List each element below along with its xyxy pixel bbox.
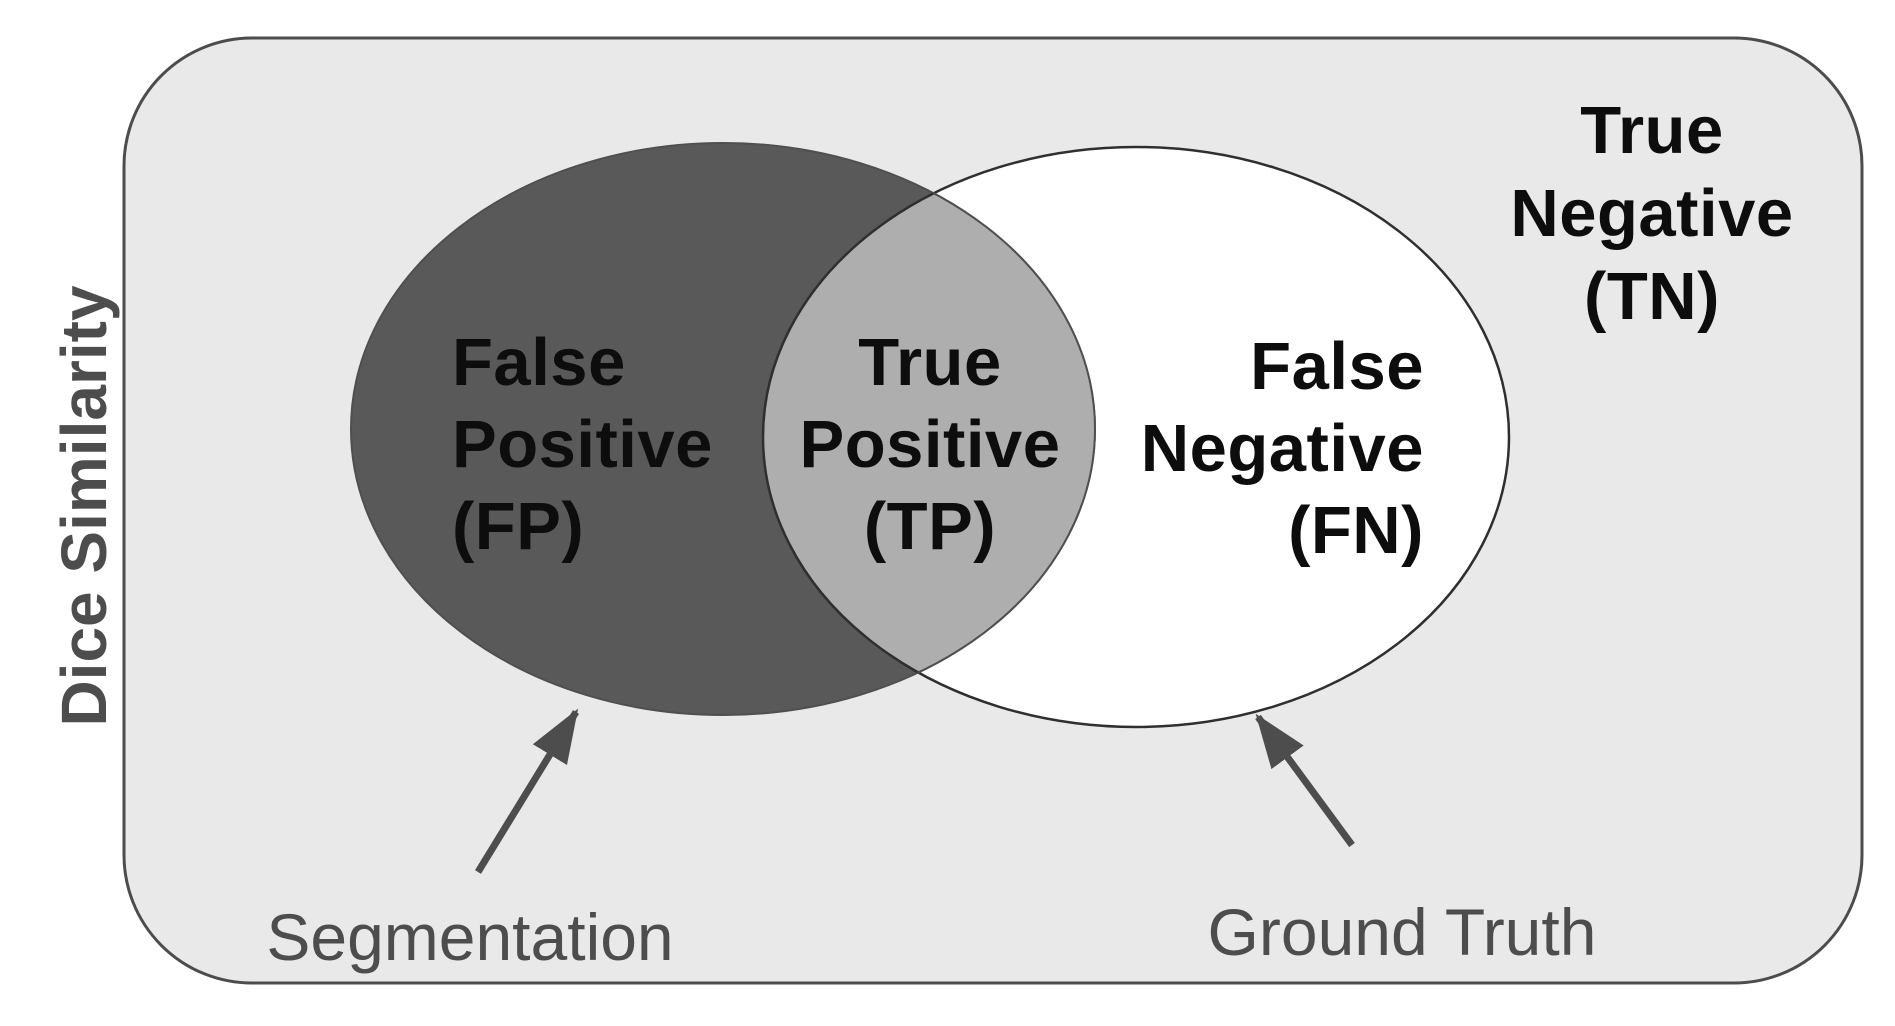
false-negative-label: False Negative (FN)	[1141, 329, 1424, 568]
tp-line-3: (TP)	[864, 489, 996, 564]
tn-line-2: Negative	[1510, 176, 1793, 251]
ground-truth-arrow	[1255, 713, 1355, 848]
fn-line-1: False	[1250, 329, 1424, 404]
tp-line-1: True	[858, 325, 1002, 400]
true-positive-label: True Positive (TP)	[800, 325, 1061, 564]
tp-line-2: Positive	[800, 407, 1061, 482]
true-positive-overlap	[761, 145, 1095, 715]
tn-line-1: True	[1580, 93, 1724, 168]
segmentation-arrow	[475, 708, 579, 874]
fn-line-2: Negative	[1141, 411, 1424, 486]
overlap-rim-group	[763, 147, 1096, 716]
fp-line-3: (FP)	[452, 489, 584, 564]
true-negative-label: True Negative (TN)	[1510, 93, 1793, 334]
false-positive-label: False Positive (FP)	[452, 325, 713, 564]
fp-line-1: False	[452, 325, 626, 400]
side-title-dice-similarity: Dice Similarity	[48, 285, 120, 727]
segmentation-circle-rim	[763, 147, 1096, 716]
ground-truth-label: Ground Truth	[1208, 895, 1597, 969]
fp-line-2: Positive	[452, 407, 713, 482]
overlap-clip-group	[761, 145, 1095, 715]
fn-line-3: (FN)	[1288, 493, 1424, 568]
segmentation-label: Segmentation	[266, 900, 673, 974]
region-labels: False Positive (FP) True Positive (TP) F…	[452, 93, 1793, 568]
callout-labels: Segmentation Ground Truth	[266, 895, 1596, 974]
tn-line-3: (TN)	[1584, 259, 1720, 334]
